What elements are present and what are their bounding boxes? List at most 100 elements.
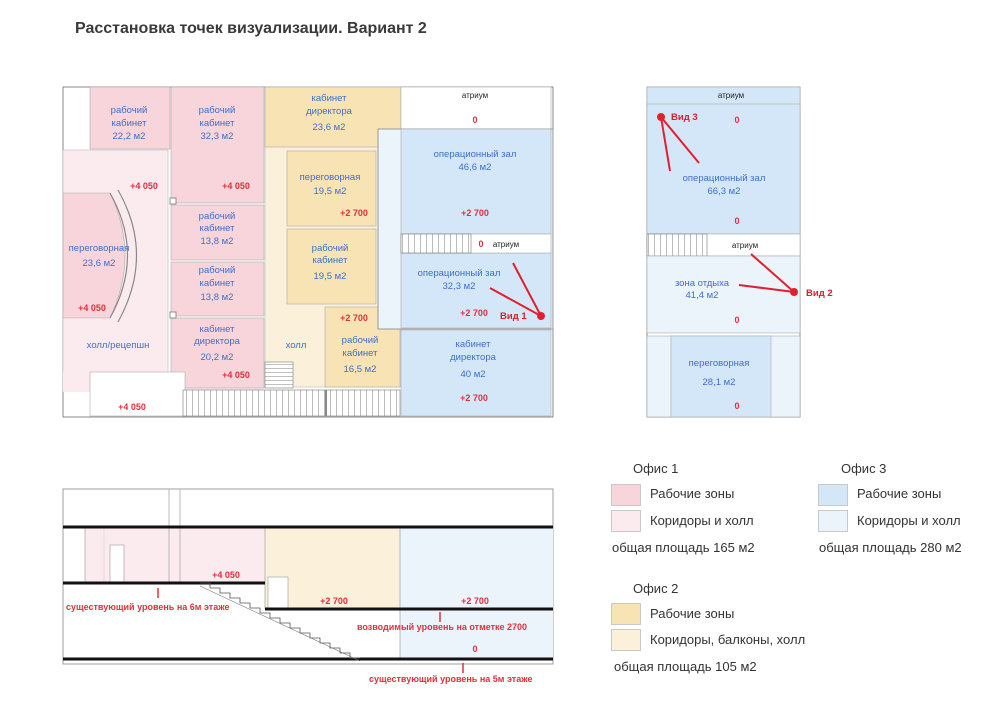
level-mark: +4 050	[118, 402, 146, 412]
level-mark: +2 700	[340, 208, 368, 218]
floor-plan-1: рабочий кабинет 22,2 м2 рабочий кабинет …	[62, 86, 554, 418]
note-existing-5: существующий уровень на 5м этаже	[369, 674, 532, 684]
legend-office3-title: Офис 3	[841, 461, 887, 476]
level-mark: +2 700	[460, 393, 488, 403]
level-mark: +2 700	[461, 208, 489, 218]
legend-office2-title: Офис 2	[633, 581, 679, 596]
view2-point[interactable]	[790, 288, 798, 296]
label-r12-1: рабочий	[342, 335, 379, 346]
room-work-19	[286, 228, 377, 305]
label-r8-3: 23,6 м2	[313, 122, 346, 133]
swatch-office2-corr	[611, 629, 641, 651]
room-rest-41	[646, 255, 801, 334]
label-r2-2: кабинет	[200, 118, 236, 129]
section-level: +2 700	[461, 596, 489, 606]
label-rest-area: 41,4 м2	[686, 290, 719, 301]
label-r4-3: 13,8 м2	[201, 292, 234, 303]
room-work-13a	[170, 204, 265, 261]
room-work-32	[170, 86, 265, 204]
level-mark: +4 050	[130, 181, 158, 191]
view2-ray	[738, 284, 795, 293]
label-r6-1: переговорная	[69, 243, 130, 254]
label-r4-1: рабочий	[199, 265, 236, 276]
floor-plan-2: атриум 0 операционный зал 66,3 м2 0 атри…	[646, 86, 833, 418]
note-existing-6: существующий уровень на 6м этаже	[66, 602, 229, 612]
legend-office3-corr: Коридоры и холл	[857, 513, 961, 528]
label-r14-1: операционный зал	[434, 149, 517, 160]
level-mark: 0	[478, 239, 483, 249]
swatch-office3-work	[818, 484, 848, 506]
label-r2-1: рабочий	[199, 105, 236, 116]
legend-office1-work: Рабочие зоны	[650, 486, 735, 501]
section-drawing: +4 050 +2 700 +2 700 0 существующий уров…	[62, 488, 554, 684]
swatch-office2-work	[611, 603, 641, 625]
label-r1-3: 22,2 м2	[113, 131, 146, 142]
room-work-13b	[170, 261, 265, 317]
level-mark: +4 050	[78, 303, 106, 313]
section-level: 0	[472, 644, 477, 654]
room-meeting-19	[286, 150, 377, 227]
label-r1-1: рабочий	[111, 105, 148, 116]
label-r5-2: директора	[194, 336, 240, 347]
label-r13: атриум	[462, 91, 488, 100]
view1-label: Вид 1	[500, 311, 527, 322]
section-level: +4 050	[212, 570, 240, 580]
level-mark: +4 050	[222, 370, 250, 380]
atrium-top-1	[400, 86, 552, 130]
label-r11: холл	[286, 340, 307, 351]
label-r4-2: кабинет	[200, 278, 236, 289]
room-meeting-28	[670, 335, 772, 418]
label-r17-2: директора	[450, 352, 496, 363]
view1-point[interactable]	[537, 312, 545, 320]
view3-point[interactable]	[657, 113, 665, 121]
label-r15: атриум	[493, 240, 519, 249]
page-title: Расстановка точек визуализации. Вариант …	[75, 20, 427, 37]
label-r17-3: 40 м2	[460, 369, 485, 380]
legend-office2-area: общая площадь 105 м2	[614, 659, 757, 674]
label-rest-name: зона отдыха	[675, 278, 730, 289]
label-r8-1: кабинет	[312, 93, 348, 104]
label-r8-2: директора	[306, 106, 352, 117]
legend-office1-corr: Коридоры и холл	[650, 513, 754, 528]
legend-office2-work: Рабочие зоны	[650, 606, 735, 621]
view3-ray	[660, 116, 671, 172]
label-r1-2: кабинет	[112, 118, 148, 129]
legend-office2-corr: Коридоры, балконы, холл	[650, 632, 806, 647]
label-r9-1: переговорная	[300, 172, 361, 183]
label-hall-name: операционный зал	[683, 173, 766, 184]
level-mark: 0	[734, 115, 739, 125]
label-r10-1: рабочий	[312, 243, 349, 254]
room-op-hall-32	[400, 252, 552, 329]
room-work-22	[89, 86, 171, 150]
label-hall-area: 66,3 м2	[708, 186, 741, 197]
swatch-office3-corr	[818, 510, 848, 532]
label-atrium-top: атриум	[718, 91, 744, 100]
level-mark: +2 700	[340, 313, 368, 323]
label-r10-3: 19,5 м2	[314, 271, 347, 282]
level-mark: +4 050	[222, 181, 250, 191]
view2-label: Вид 2	[806, 288, 833, 299]
label-r16-1: операционный зал	[418, 268, 501, 279]
label-r3-1: рабочий	[199, 211, 236, 222]
room-op-hall-66	[646, 86, 801, 235]
stair-office2	[264, 361, 294, 389]
label-meet-area: 28,1 м2	[703, 377, 736, 388]
swatch-office1-corr	[611, 510, 641, 532]
label-meet-name: переговорная	[689, 358, 750, 369]
level-mark: 0	[734, 216, 739, 226]
label-r12-2: кабинет	[343, 348, 379, 359]
view1-ray	[512, 262, 542, 317]
level-mark: 0	[734, 401, 739, 411]
label-r2-3: 32,3 м2	[201, 131, 234, 142]
label-r12-3: 16,5 м2	[344, 364, 377, 375]
label-r14-2: 46,6 м2	[459, 162, 492, 173]
legend-office3-work: Рабочие зоны	[857, 486, 942, 501]
label-r3-3: 13,8 м2	[201, 236, 234, 247]
room-meeting-23	[62, 192, 126, 319]
room-director-20	[170, 317, 265, 389]
label-r6-2: 23,6 м2	[83, 258, 116, 269]
note-new-level: возводимый уровень на отметке 2700	[357, 622, 527, 632]
view3-ray	[660, 116, 700, 164]
stair-main	[182, 389, 401, 417]
label-r10-2: кабинет	[313, 255, 349, 266]
